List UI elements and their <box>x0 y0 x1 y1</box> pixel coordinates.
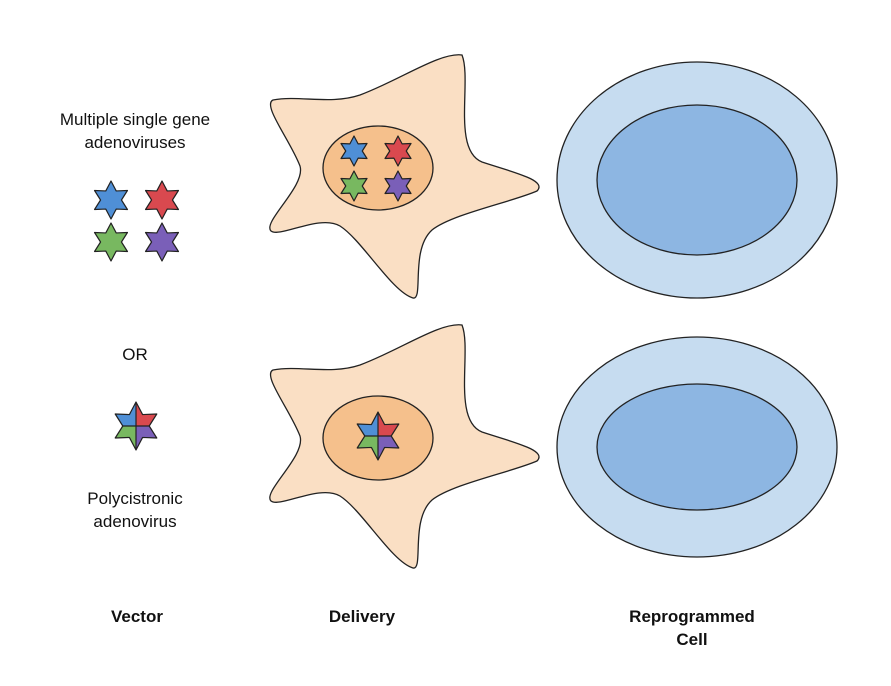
column-label-vector: Vector <box>111 607 163 626</box>
gene-star-icon <box>93 222 129 262</box>
gene-star-icon <box>340 170 368 202</box>
polycistronic-star-icon <box>115 402 157 450</box>
gene-star-icon <box>384 135 412 167</box>
polycistronic-star-outline <box>356 411 400 461</box>
label-multiple-vectors: Multiple single gene adenoviruses <box>59 110 211 152</box>
gene-star-icon <box>144 222 180 262</box>
delivery-cell-nucleus <box>322 125 434 211</box>
label-polycistronic: Polycistronic adenovirus <box>87 489 183 531</box>
column-label-reprogrammed-cell: Reprogrammed Cell <box>629 607 755 649</box>
gene-star-icon <box>340 135 368 167</box>
polycistronic-star-outline <box>114 401 158 451</box>
label-or: OR <box>122 345 148 364</box>
gene-star-icon <box>93 180 129 220</box>
reprogrammed-cell-nucleus <box>596 383 798 511</box>
column-label-delivery: Delivery <box>328 607 396 626</box>
reprogrammed-cell-nucleus <box>596 104 798 256</box>
gene-star-icon <box>144 180 180 220</box>
gene-star-icon <box>384 170 412 202</box>
